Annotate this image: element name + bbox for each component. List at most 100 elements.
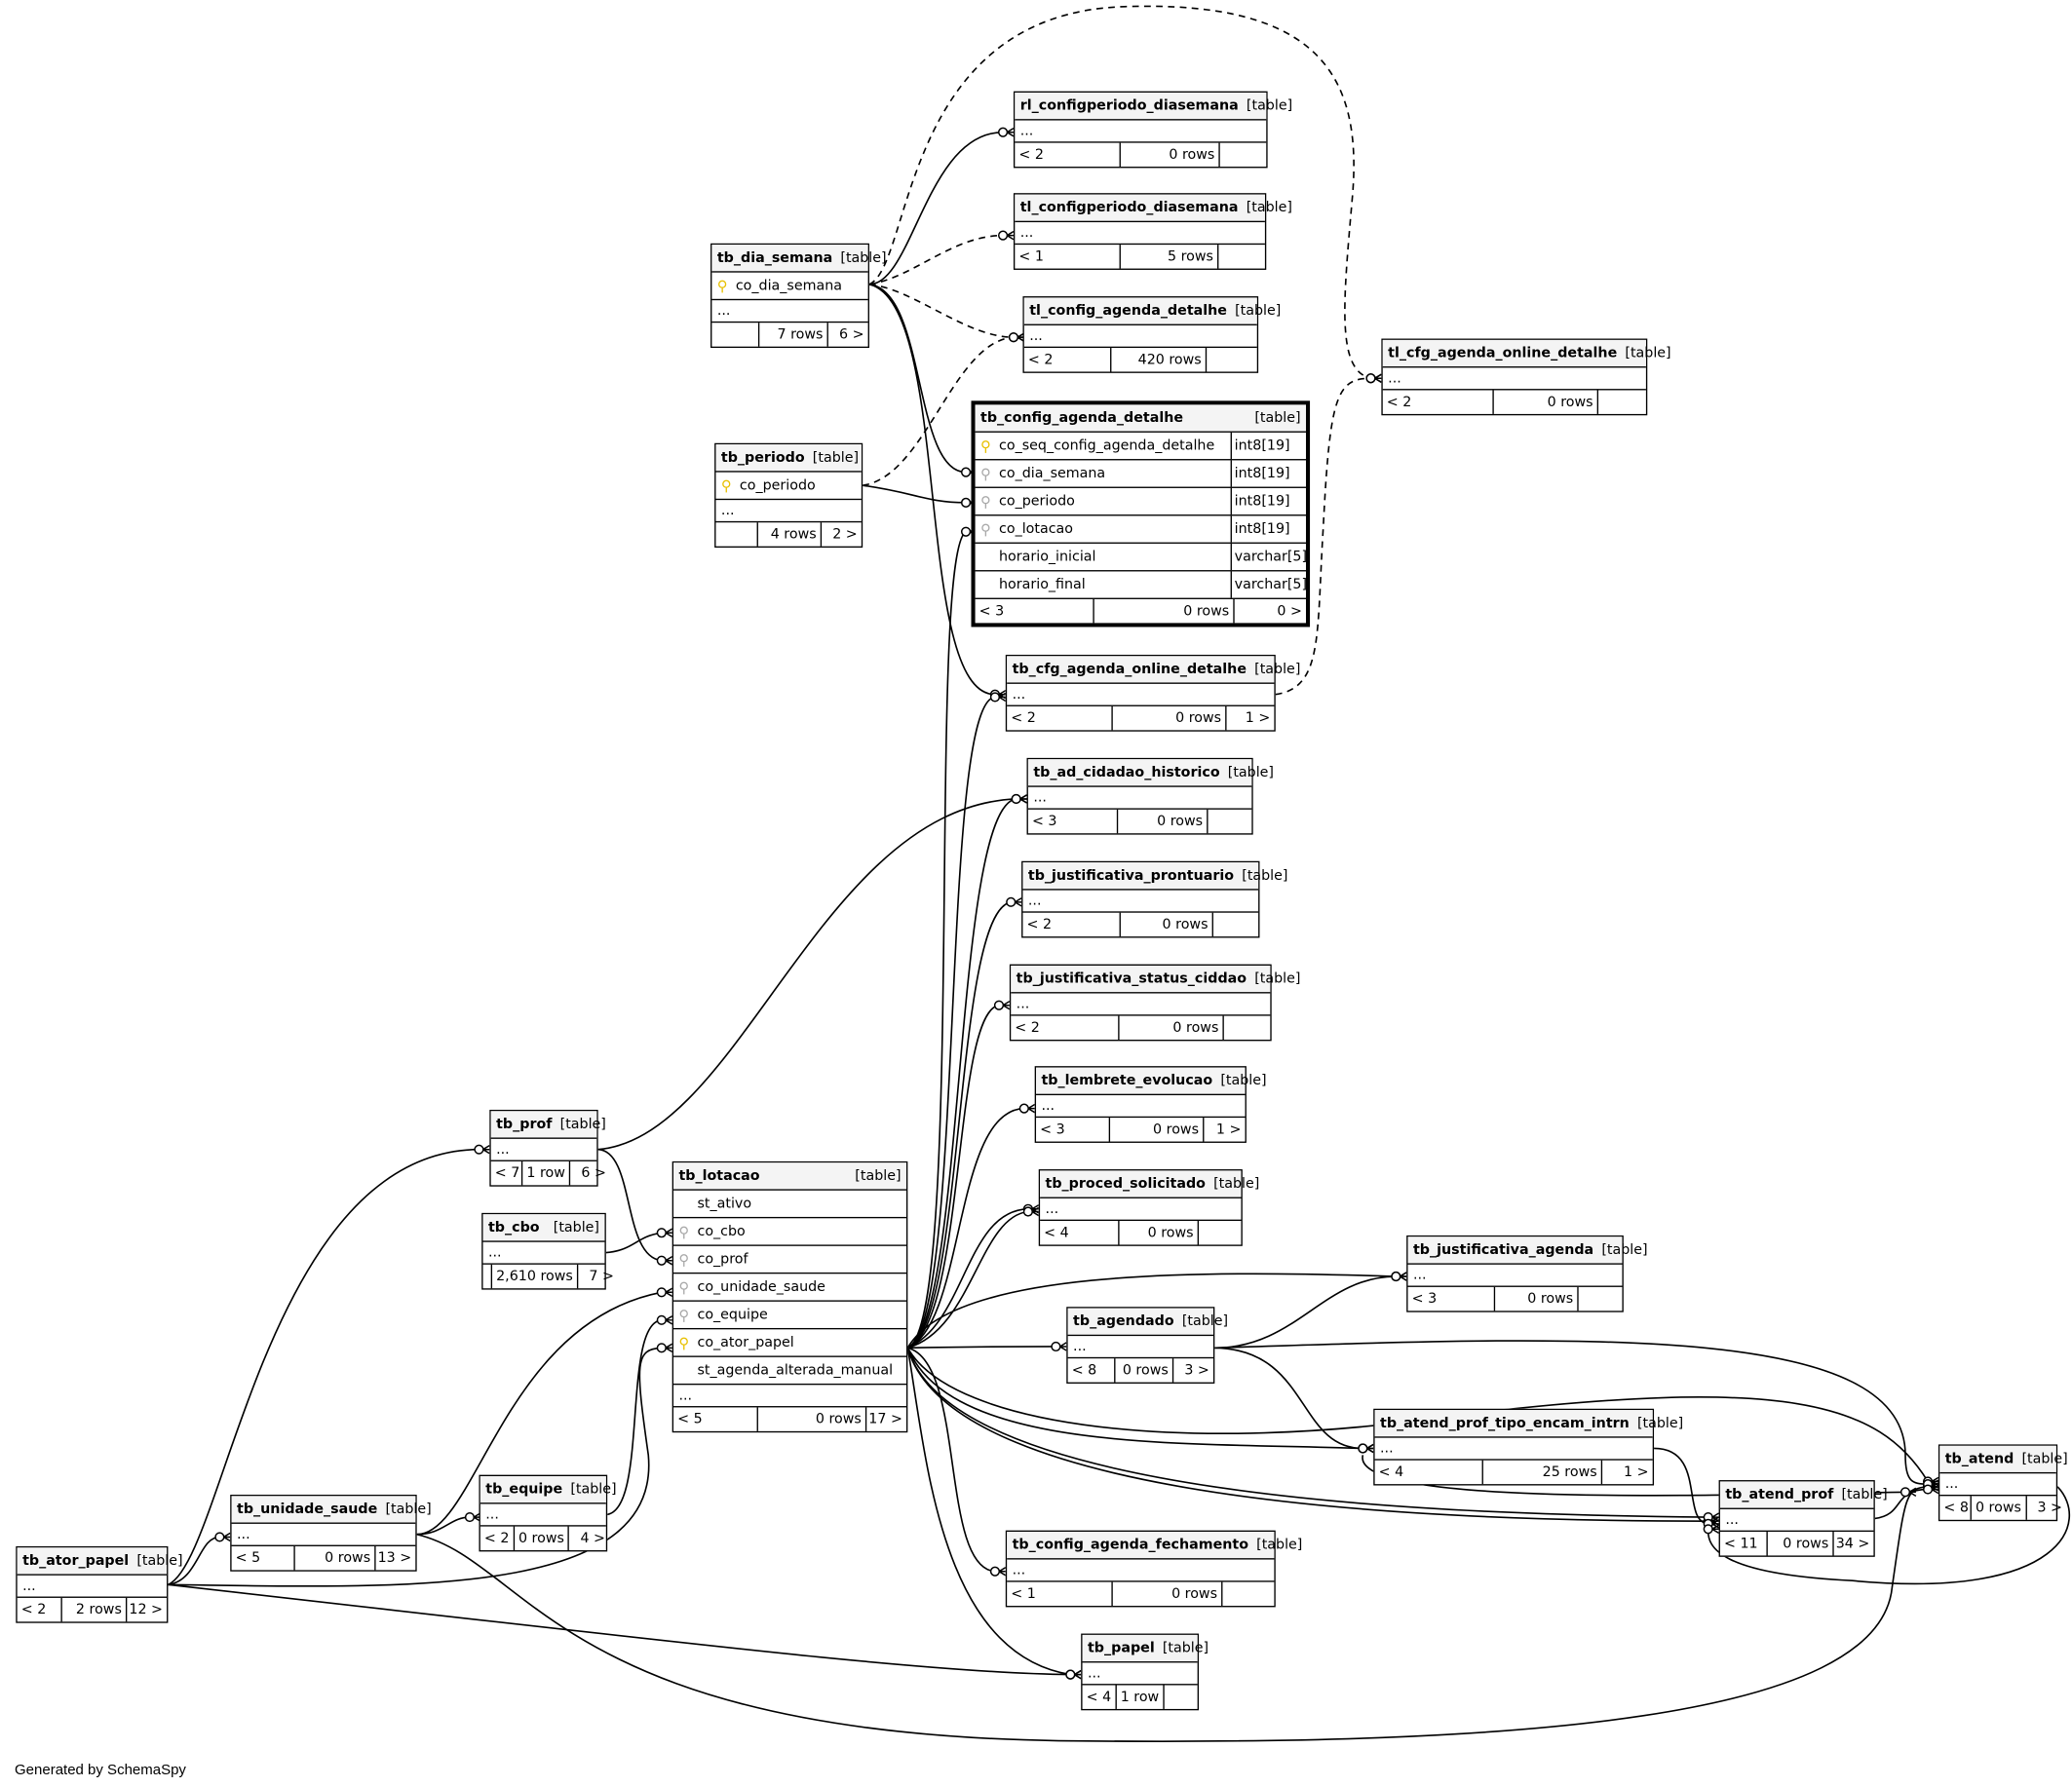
children-count[interactable] <box>1213 913 1258 936</box>
parents-count[interactable]: < 4 <box>1040 1221 1120 1245</box>
table-node-tb-config-agenda-fechamento[interactable]: tb_config_agenda_fechamento[table]...< 1… <box>1005 1530 1302 1608</box>
parents-count[interactable]: < 2 <box>1022 912 1121 937</box>
parents-count[interactable]: < 2 <box>18 1597 62 1622</box>
parents-count[interactable]: < 3 <box>1408 1286 1496 1312</box>
parents-count[interactable]: < 4 <box>1375 1460 1483 1485</box>
parents-count[interactable]: < 2 <box>480 1526 515 1551</box>
more-columns-ellipsis: ... <box>716 302 731 320</box>
parents-count[interactable] <box>483 1264 493 1289</box>
table-node-tb-config-agenda-detalhe[interactable]: tb_config_agenda_detalhe[table]⚲co_seq_c… <box>971 400 1311 627</box>
children-count[interactable] <box>1165 1685 1205 1708</box>
parents-count[interactable] <box>715 522 758 547</box>
table-node-tb-atend-prof-tipo-encam-intrn[interactable]: tb_atend_prof_tipo_encam_intrn[table]...… <box>1373 1408 1683 1486</box>
parents-count[interactable]: < 5 <box>232 1545 295 1571</box>
children-count[interactable]: 3 > <box>2037 1500 2063 1516</box>
table-header: tb_unidade_saude[table] <box>231 1496 432 1524</box>
parents-count[interactable]: < 2 <box>1007 705 1113 731</box>
column-row: ⚲co_ator_papel <box>673 1329 906 1357</box>
children-count[interactable]: 1 > <box>1215 1122 1242 1138</box>
children-count[interactable]: 0 > <box>1277 603 1302 620</box>
table-node-tl-cfg-agenda-online-detalhe[interactable]: tl_cfg_agenda_online_detalhe[table]...< … <box>1381 338 1671 416</box>
parents-count[interactable]: < 3 <box>1036 1118 1111 1142</box>
parents-count[interactable]: < 1 <box>1015 245 1121 269</box>
children-count[interactable]: 34 > <box>1835 1536 1870 1552</box>
row-count: 4 rows <box>758 522 823 547</box>
children-count[interactable]: 6 > <box>581 1164 606 1182</box>
more-columns-row: ... <box>1015 222 1265 246</box>
table-node-tb-dia-semana[interactable]: tb_dia_semana[table]⚲co_dia_semana...7 r… <box>710 243 887 349</box>
children-count[interactable] <box>1199 1221 1241 1244</box>
children-count[interactable]: 12 > <box>129 1601 163 1618</box>
table-type-label: [table] <box>1841 1486 1888 1503</box>
more-columns-ellipsis: ... <box>487 1244 502 1261</box>
crows-foot-icon <box>1908 1487 1917 1498</box>
parents-count[interactable]: < 3 <box>1028 809 1119 834</box>
parents-count[interactable]: < 8 <box>1939 1496 1972 1520</box>
parents-count[interactable]: < 2 <box>1024 348 1112 372</box>
children-count[interactable] <box>1598 390 1646 413</box>
children-count[interactable] <box>1220 143 1267 167</box>
relationship-line-tb-lotacao-to-tb-cfg-agenda-online-detalhe <box>906 696 996 1350</box>
parents-count[interactable]: < 5 <box>673 1407 758 1431</box>
parents-count[interactable]: < 7 <box>491 1160 523 1186</box>
column-row: ⚲co_periodo <box>715 473 862 501</box>
children-count[interactable]: 3 > <box>1184 1362 1209 1379</box>
children-count[interactable]: 13 > <box>377 1550 412 1567</box>
children-count[interactable]: 1 > <box>1624 1464 1649 1481</box>
table-node-tb-lotacao[interactable]: tb_lotacao[table]st_ativo⚲co_cbo⚲co_prof… <box>671 1160 908 1433</box>
crows-foot-icon <box>1074 1669 1082 1680</box>
parents-count[interactable]: < 3 <box>976 598 1094 624</box>
relationship-line-tb-ator-papel-to-tb-papel <box>168 1583 1071 1676</box>
table-node-tb-cfg-agenda-online-detalhe[interactable]: tb_cfg_agenda_online_detalhe[table]...< … <box>1005 654 1300 732</box>
parents-count[interactable]: < 2 <box>1015 142 1121 168</box>
parents-count[interactable]: < 2 <box>1383 390 1494 414</box>
parents-count[interactable] <box>711 323 760 347</box>
children-count[interactable] <box>1222 1582 1274 1606</box>
row-count: 0 rows <box>1110 1118 1205 1142</box>
table-node-tb-justificativa-status-ciddao[interactable]: tb_justificativa_status_ciddao[table]...… <box>1009 964 1300 1042</box>
parents-count[interactable]: < 1 <box>1007 1581 1113 1607</box>
children-count[interactable] <box>1579 1287 1623 1311</box>
children-count[interactable] <box>1224 1016 1271 1040</box>
parents-count[interactable]: < 2 <box>1011 1015 1120 1041</box>
relationship-line-tb-cfg-agenda-online-detalhe-to-tl-cfg-agenda-online-detalhe <box>1275 377 1371 696</box>
children-count[interactable]: 7 > <box>589 1268 614 1285</box>
children-count[interactable]: 4 > <box>580 1530 606 1546</box>
children-count[interactable]: 1 > <box>1245 709 1271 727</box>
table-header: tb_justificativa_agenda[table] <box>1407 1236 1648 1265</box>
row-count: 420 rows <box>1111 348 1208 372</box>
table-node-tb-justificativa-prontuario[interactable]: tb_justificativa_prontuario[table]...< 2… <box>1021 860 1287 938</box>
children-count[interactable] <box>1207 348 1257 371</box>
children-count[interactable]: 17 > <box>868 1411 902 1427</box>
row-count: 0 rows <box>1113 705 1227 731</box>
children-count[interactable] <box>1218 245 1265 268</box>
row-count: 0 rows <box>1768 1532 1834 1556</box>
parents-count[interactable]: < 11 <box>1720 1532 1768 1556</box>
children-count[interactable]: 6 > <box>838 326 864 343</box>
parents-count[interactable]: < 4 <box>1083 1685 1117 1709</box>
table-name: tb_config_agenda_detalhe <box>980 409 1184 427</box>
more-columns-row: ... <box>490 1139 597 1161</box>
parents-count[interactable]: < 8 <box>1068 1358 1116 1383</box>
children-count[interactable]: 2 > <box>832 526 858 543</box>
children-count[interactable] <box>1209 810 1252 833</box>
